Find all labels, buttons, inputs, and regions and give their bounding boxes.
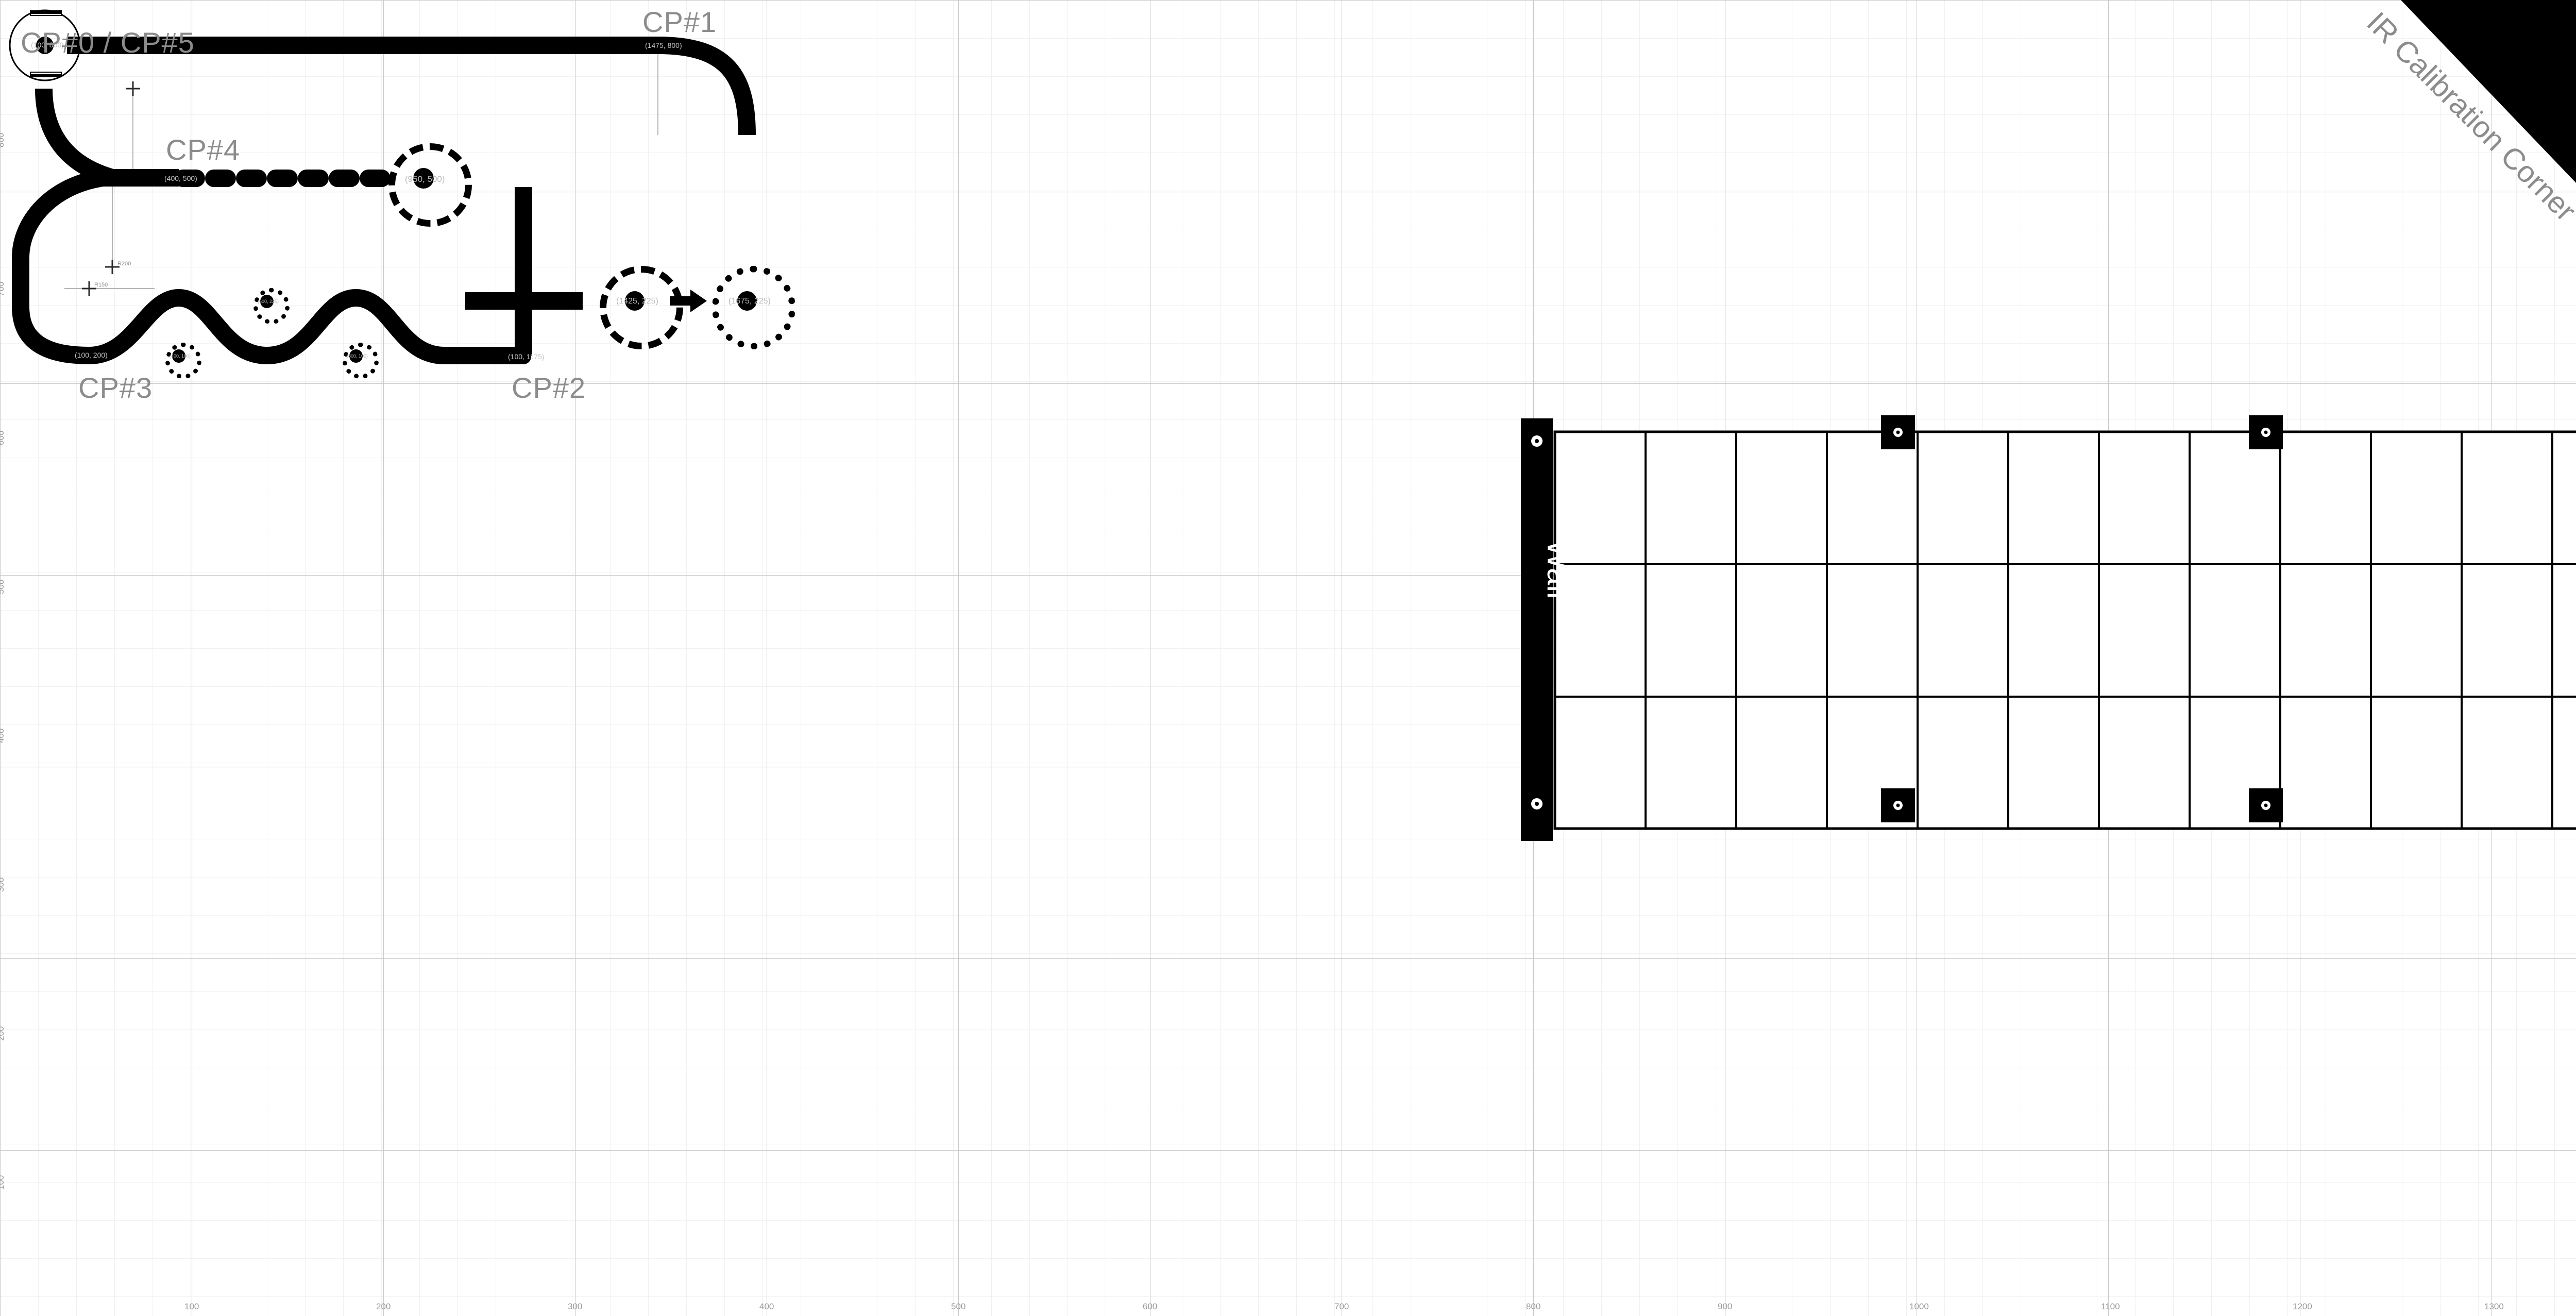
- cp1-node-dot: [651, 38, 666, 53]
- x-tick-label: 1000: [1909, 1302, 1929, 1311]
- cp3-label: CP#3: [78, 372, 153, 404]
- cp4-coord: (400, 500): [164, 174, 197, 182]
- x-tick-label: 500: [951, 1302, 966, 1311]
- x-tick-label: 900: [1718, 1302, 1733, 1311]
- y-tick-label: 700: [0, 281, 6, 296]
- target-ring-400-100: [165, 343, 201, 379]
- x-tick-label: 400: [759, 1302, 774, 1311]
- target-dot-1425-225: [625, 291, 645, 311]
- segment-serpentine: [88, 289, 445, 364]
- target-coord-1425-225: (1425, 225): [616, 297, 658, 306]
- x-tick-label: 1200: [2293, 1302, 2312, 1311]
- y-tick-label: 800: [0, 132, 6, 147]
- x-tick-label: 800: [1526, 1302, 1541, 1311]
- grid-panel: [1553, 430, 2576, 830]
- x-tick-label: 300: [568, 1302, 583, 1311]
- y-tick-label: 600: [0, 430, 6, 445]
- target-coord-400-100: (400, 100): [170, 353, 191, 359]
- radius-label-r150: R150: [94, 282, 108, 288]
- wall: Wall: [1521, 418, 1575, 841]
- cp0-cp5-marker: [9, 9, 81, 81]
- target-ring-800-100: [343, 343, 379, 379]
- x-tick-label: 200: [376, 1302, 391, 1311]
- grid-panel-markers: [1881, 415, 2283, 822]
- target-coord-800-100: (800, 100): [347, 353, 368, 359]
- x-tick-label: 1300: [2484, 1302, 2504, 1311]
- cp0-coord: (100, 800): [31, 41, 64, 49]
- target-dot-950-500: [413, 168, 434, 189]
- wall-text: Wall: [1541, 540, 1575, 599]
- cp2-node-dot: [516, 349, 531, 364]
- y-tick-label: 300: [0, 877, 6, 892]
- cp1-label: CP#1: [642, 6, 717, 38]
- ir-calibration-corner-triangle: [2401, 0, 2576, 183]
- cp3-coord: (100, 200): [75, 351, 108, 359]
- x-tick-label: 1100: [2101, 1302, 2120, 1311]
- target-coord-950-500: (950, 500): [405, 174, 445, 184]
- x-tick-label: 700: [1334, 1302, 1349, 1311]
- segment-left-loop: [12, 169, 105, 364]
- y-tick-label: 500: [0, 579, 6, 594]
- x-tick-label: 100: [184, 1302, 199, 1311]
- cp1-coord: (1475, 800): [645, 41, 682, 49]
- x-tick-label: 600: [1143, 1302, 1158, 1311]
- cp0-node-dot: [36, 37, 54, 54]
- cp4-node-dot: [171, 171, 187, 186]
- y-tick-label: 200: [0, 1026, 6, 1041]
- segment-cp1-arc: [657, 37, 756, 136]
- cp2-label: CP#2: [512, 372, 586, 404]
- target-ring-600-225: [253, 288, 290, 324]
- cp0-cp5-label: CP#0 / CP#5: [21, 26, 195, 59]
- target-coord-600-225: (600, 225): [258, 299, 279, 304]
- construction-guides: [64, 46, 658, 289]
- target-dot-1675-225: [737, 291, 757, 311]
- cp4-label: CP#4: [166, 133, 241, 166]
- crosshair-markers: [82, 81, 140, 296]
- cp2-coord: (100, 1175): [508, 352, 545, 361]
- cp3-node-dot: [81, 347, 97, 363]
- track-path: [12, 37, 756, 364]
- radius-label-r200: R200: [117, 261, 131, 267]
- target-dot-400-100: [172, 349, 185, 363]
- target-coord-1675-225: (1675, 225): [728, 297, 771, 306]
- target-dot-800-100: [349, 349, 363, 363]
- y-tick-label: 100: [0, 1175, 6, 1190]
- y-tick-label: 400: [0, 728, 6, 743]
- target-dot-600-225: [260, 295, 274, 308]
